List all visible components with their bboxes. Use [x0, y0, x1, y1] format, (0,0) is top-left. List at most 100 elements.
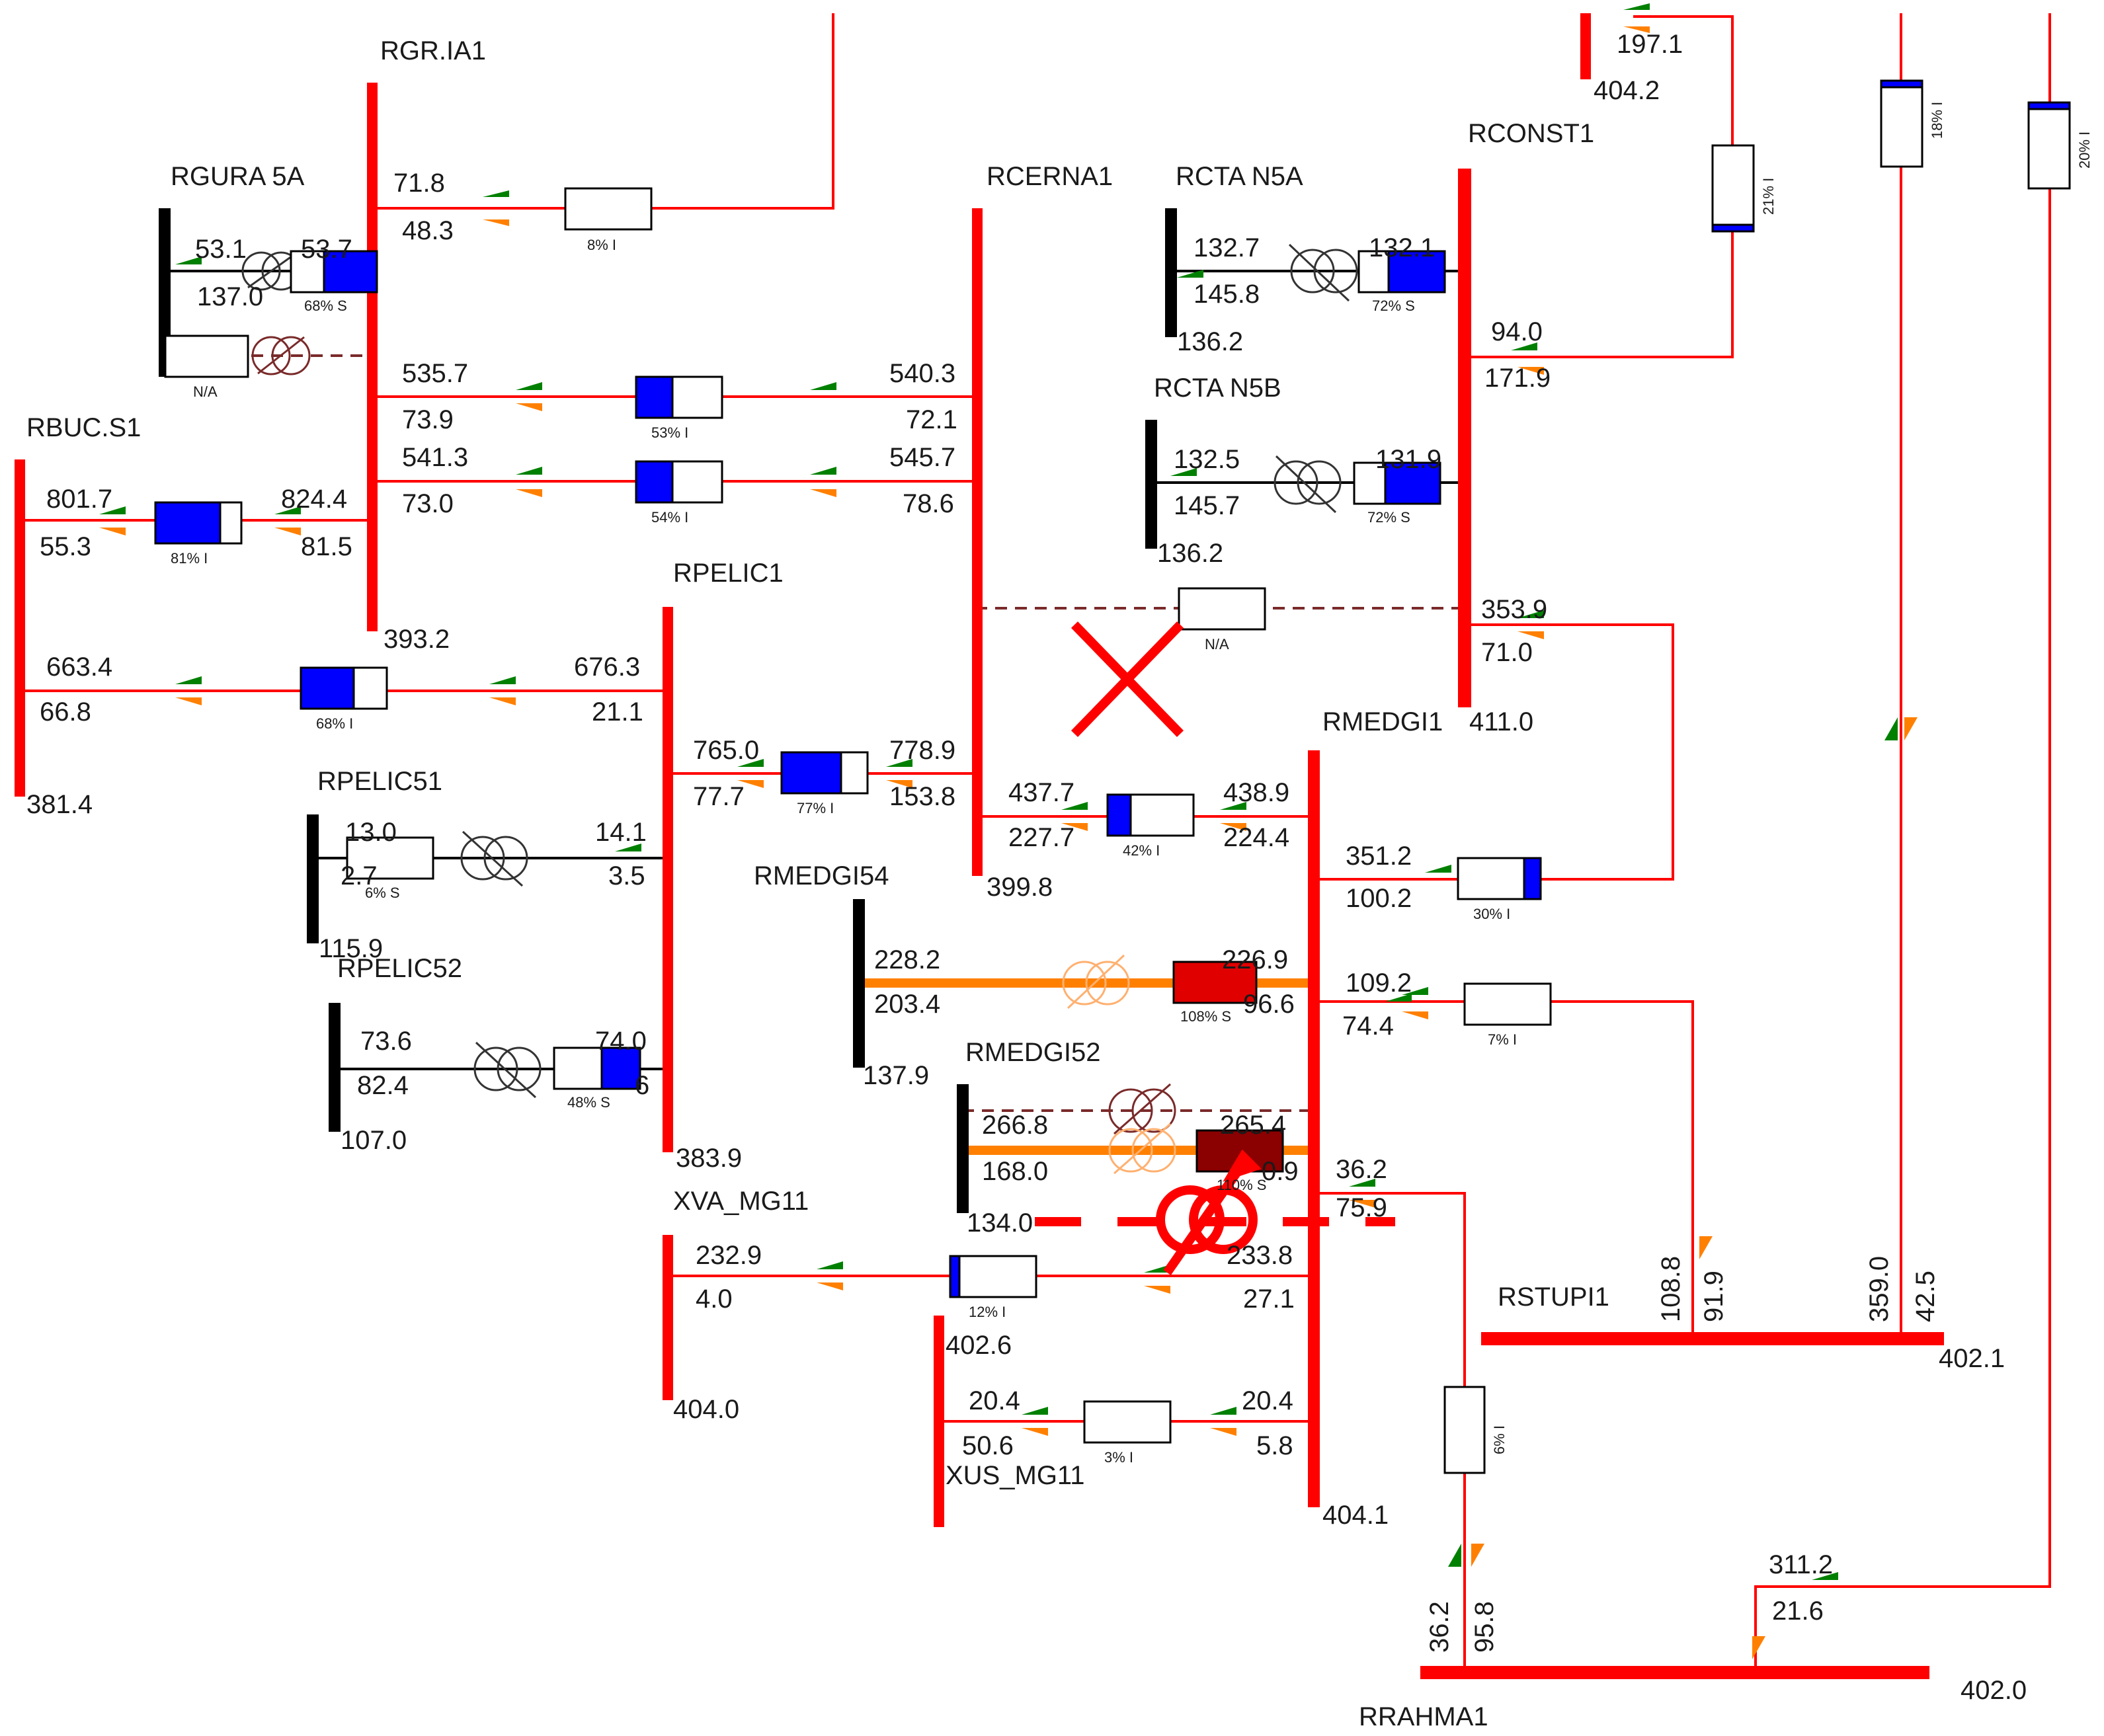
bus-label-rmedgi52: RMEDGI52 [965, 1038, 1101, 1067]
flow-value: 438.9 [1223, 778, 1289, 807]
bus-voltage-rmedgi1-b: 404.1 [1322, 1501, 1389, 1530]
bus-rpelic52[interactable] [329, 1003, 341, 1132]
loading-box-rpelic51-trafo[interactable] [346, 836, 434, 880]
flow-value: 541.3 [402, 443, 468, 472]
loading-box-cerna-const-open[interactable] [1178, 587, 1266, 631]
line-rmedgi1-rstupi1[interactable] [1313, 1000, 1694, 1339]
bus-labels: RGR.IA1 393.2 RGURA 5A RBUC.S1 381.4 RCE… [26, 36, 2027, 1731]
flow-value: 5.8 [1256, 1431, 1293, 1460]
bus-rbucs1[interactable] [15, 459, 25, 797]
transformer-icon-rpelic52[interactable] [473, 1041, 542, 1099]
flow-value: 6 [635, 1071, 649, 1100]
flow-value: 224.4 [1223, 823, 1289, 852]
flow-value: 353.9 [1481, 595, 1547, 624]
bus-rrahma1[interactable] [1420, 1666, 1929, 1679]
flow-value: 27.1 [1243, 1284, 1295, 1314]
bus-rpelic1[interactable] [663, 607, 673, 1152]
loading-boxes [154, 79, 2071, 1474]
flow-value: 73.9 [402, 405, 454, 434]
bus-label-rpelic52: RPELIC52 [337, 954, 462, 983]
bus-rmedgi1[interactable] [1308, 750, 1320, 1507]
flow-value: 78.6 [903, 489, 954, 518]
bus-rgura5a[interactable] [159, 208, 171, 377]
loading-box-vert2[interactable] [2027, 101, 2071, 190]
bus-rmedgi52[interactable] [957, 1084, 969, 1213]
bus-rgria1[interactable] [367, 83, 378, 631]
flow-value: 227.7 [1008, 823, 1074, 852]
bus-label-rcta-n5b: RCTA N5B [1154, 374, 1281, 403]
bus-rconst1-top[interactable] [1580, 13, 1591, 79]
flow-value: 232.9 [696, 1241, 762, 1270]
line-rconst1-north[interactable] [1465, 15, 1734, 358]
flow-value: 108.8 [1656, 1256, 1685, 1322]
bus-voltage-rmedgi52: 134.0 [967, 1208, 1033, 1238]
loading-label: 30% I [1473, 906, 1510, 922]
loading-box-medgi54-trafo[interactable] [1172, 961, 1258, 1004]
loading-box-xva-medgi[interactable] [949, 1255, 1037, 1298]
flow-value: 82.4 [357, 1071, 409, 1100]
loading-label: 6% S [365, 885, 400, 901]
flow-value: 540.3 [889, 359, 955, 388]
bus-rmedgi54[interactable] [853, 899, 865, 1068]
flow-value: 71.0 [1481, 638, 1533, 667]
flow-value: 535.7 [402, 359, 468, 388]
bus-xusmg11[interactable] [934, 1316, 944, 1527]
bus-xvamg11[interactable] [663, 1235, 673, 1400]
orange-arrow-icon [99, 26, 1918, 1659]
flow-value: 437.7 [1008, 778, 1074, 807]
bus-voltage-rpelic51: 115.9 [319, 934, 383, 963]
bus-rcerna1[interactable] [972, 208, 983, 876]
flow-value: 3.5 [608, 861, 645, 890]
line-rmedgi1-rrahma1[interactable] [1313, 1192, 1466, 1673]
flow-value: 72.1 [906, 405, 957, 434]
loading-box-rgria1-top[interactable] [564, 187, 653, 231]
loading-label: N/A [193, 383, 218, 400]
transformer-icon-rcta-a[interactable] [1288, 243, 1358, 302]
bus-voltage-rmedgi54: 137.9 [863, 1061, 929, 1090]
flow-value: 36.2 [1336, 1155, 1387, 1184]
transformer-icon-rmedgi52[interactable] [1108, 1123, 1176, 1175]
transformer-icon-rgura-open[interactable] [251, 336, 311, 375]
bus-rcta-n5b[interactable] [1145, 420, 1157, 549]
loading-box-rgura-open[interactable] [164, 335, 249, 378]
bus-rconst1[interactable] [1458, 169, 1471, 707]
bus-voltage-xusmg11: 402.6 [946, 1331, 1012, 1360]
bus-rstupi1[interactable] [1481, 1332, 1944, 1345]
bus-voltage-rrahma1: 402.0 [1961, 1676, 2027, 1705]
loading-box-vert1[interactable] [1880, 79, 1923, 168]
bus-voltage-rpelic52: 107.0 [341, 1126, 407, 1155]
loading-label: 7% I [1488, 1031, 1517, 1048]
flow-value: 75.9 [1336, 1193, 1387, 1222]
flow-value: 153.8 [889, 782, 955, 811]
flow-value: 48.3 [402, 216, 454, 245]
flow-value: 132.5 [1174, 445, 1240, 474]
flow-value: 137.0 [197, 282, 263, 311]
flow-value: 94.0 [1491, 317, 1543, 346]
line-vertical-2[interactable] [1754, 13, 2051, 1673]
bus-voltage-rmedgi1: 411.0 [1469, 707, 1533, 736]
loading-box-const-up[interactable] [1711, 144, 1755, 233]
flow-value: 266.8 [982, 1111, 1048, 1140]
transformer-icon-rpelic51[interactable] [460, 830, 528, 887]
flow-value: 20.4 [969, 1386, 1020, 1415]
transformer-icon-rmedgi52-open[interactable] [1108, 1083, 1176, 1135]
flow-value: 73.0 [402, 489, 454, 518]
loading-label: 12% I [969, 1304, 1006, 1320]
transformer-icon-rmedgi54[interactable] [1062, 954, 1130, 1009]
transformer-icon-rcta-b[interactable] [1274, 455, 1342, 514]
flow-value: 132.1 [1369, 233, 1435, 262]
bus-label-rmedgi1: RMEDGI1 [1322, 707, 1443, 736]
transformer-icon-rgura[interactable] [241, 251, 301, 291]
bus-voltage-rstupi1: 402.1 [1939, 1344, 2005, 1373]
loading-box-medgi-rahma[interactable] [1443, 1386, 1486, 1474]
loading-label: 110% S [1217, 1177, 1266, 1193]
transformers [241, 243, 1358, 1175]
loading-box-medgi-stupi[interactable] [1463, 982, 1552, 1026]
flow-value: 109.2 [1346, 968, 1412, 998]
bus-rcta-n5a[interactable] [1165, 208, 1177, 337]
line-rgria1-north[interactable] [370, 13, 834, 210]
flow-value: 14.1 [595, 818, 647, 847]
bus-label-rpelic51: RPELIC51 [317, 767, 442, 796]
bus-rpelic51[interactable] [307, 814, 319, 943]
bus-label-rstupi1: RSTUPI1 [1498, 1282, 1609, 1312]
